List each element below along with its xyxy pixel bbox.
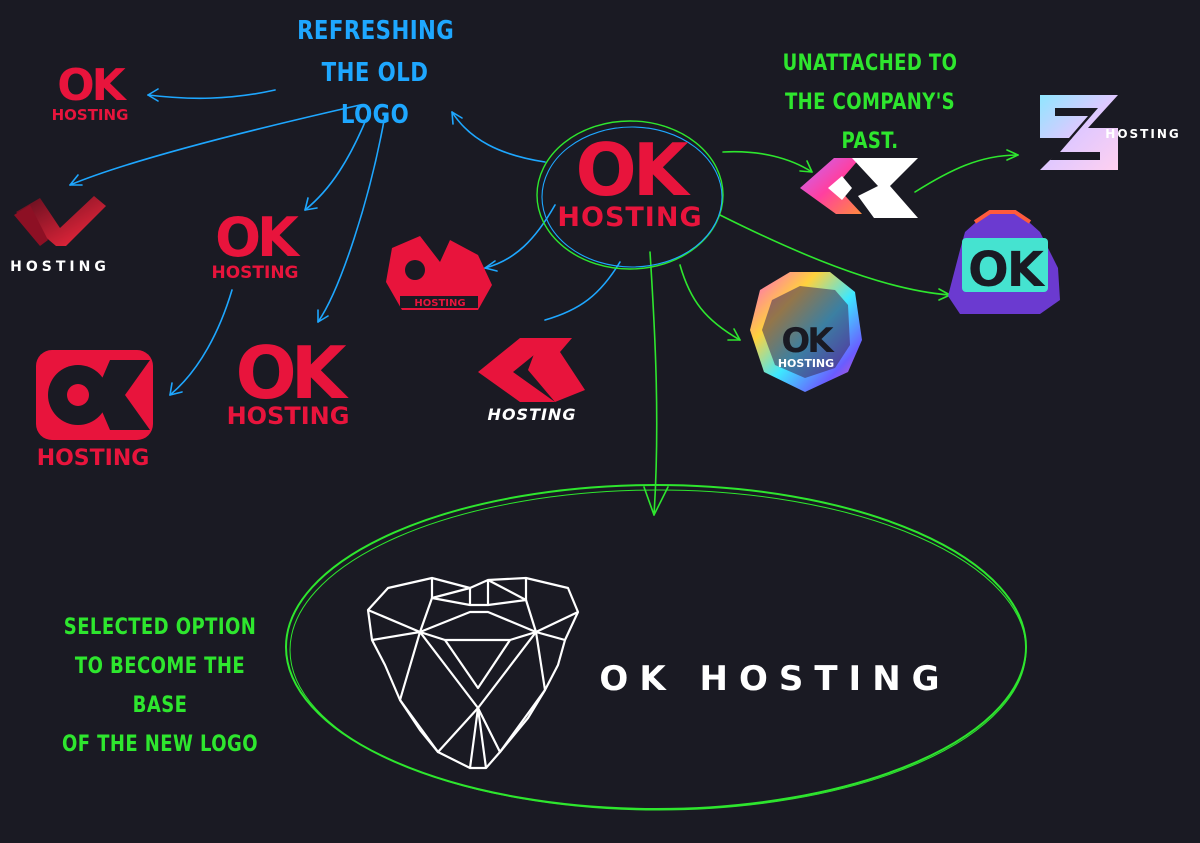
arrow-to-red-ok [304, 109, 371, 211]
arrow-to-small-ok [147, 89, 276, 100]
arrow-to-badge [484, 204, 556, 269]
green-connector-arrows [643, 149, 1019, 516]
holo-hosting-text: HOSTING [778, 357, 834, 370]
note-refreshing: REFRESHING THE OLD LOGO [297, 10, 455, 136]
note-selected-line2: TO BECOME THE BASE [74, 654, 246, 718]
badge-ok-logo: HOSTING [386, 236, 492, 310]
blue-connector-arrows [69, 88, 621, 396]
square-ok-logo: HOSTING [36, 350, 153, 471]
arrow-to-final [649, 251, 658, 516]
arrow-to-slant [544, 261, 621, 321]
small-ok-logo: OK HOSTING [52, 60, 131, 124]
arrow-to-chevron [69, 104, 361, 186]
big-ok-text: OK [236, 331, 349, 415]
arrow-to-center [451, 111, 546, 163]
note-unattached-line1: UNATTACHED TO [782, 51, 958, 76]
teal-ok-text: OK [968, 242, 1046, 298]
holo-ok-text: OK [781, 321, 835, 361]
chevron-hosting-text: HOSTING [10, 259, 110, 275]
slant-k-logo: HOSTING [478, 338, 585, 424]
center-ok-logo: OK HOSTING [557, 128, 702, 233]
gradient-k-logo [800, 158, 918, 218]
arrow-to-teal-ok [719, 214, 951, 296]
z-hosting-text: HOSTING [1105, 127, 1180, 141]
center-highlight-ellipse [536, 120, 724, 270]
red-ok-text: OK [215, 206, 301, 269]
note-refreshing-line1: REFRESHING [297, 16, 455, 46]
red-hosting-text: HOSTING [211, 263, 298, 283]
note-unattached-line2: THE COMPANY'S PAST. [784, 90, 956, 154]
note-refreshing-line2: THE OLD LOGO [321, 58, 429, 130]
arrow-to-gradient-k [722, 150, 813, 173]
teal-ok-logo: OK [948, 210, 1060, 314]
small-hosting-text: HOSTING [52, 106, 129, 124]
note-selected: SELECTED OPTION TO BECOME THE BASE OF TH… [62, 608, 259, 764]
big-ok-logo: OK HOSTING [227, 331, 355, 430]
red-ok-logo: OK HOSTING [211, 206, 305, 283]
note-selected-line1: SELECTED OPTION [63, 615, 257, 640]
small-ok-text: OK [57, 60, 127, 111]
square-hosting-text: HOSTING [37, 446, 150, 471]
arrow-to-z-logo [914, 154, 1019, 193]
big-hosting-text: HOSTING [227, 402, 350, 430]
center-ok-text: OK [576, 128, 691, 212]
badge-hosting-text: HOSTING [414, 298, 465, 309]
chevron-logo: HOSTING [10, 196, 110, 275]
arrow-to-square [169, 289, 233, 396]
chevron-mark [16, 196, 106, 246]
holo-ok-logo: OK HOSTING [750, 272, 862, 392]
z-hosting-logo: HOSTING [1040, 95, 1180, 170]
slant-k-mark [478, 338, 555, 402]
badge-mark [386, 236, 492, 310]
note-selected-line3: OF THE NEW LOGO [61, 732, 259, 757]
final-logo-name: OK HOSTING [599, 659, 950, 699]
final-highlight-ellipse [285, 484, 1027, 810]
note-unattached: UNATTACHED TO THE COMPANY'S PAST. [768, 44, 973, 161]
final-shield-mark [366, 576, 580, 770]
slant-hosting-text: HOSTING [488, 405, 577, 424]
arrow-to-holo [679, 264, 741, 341]
arrow-to-big-ok [317, 114, 386, 323]
center-hosting-text: HOSTING [557, 202, 702, 233]
